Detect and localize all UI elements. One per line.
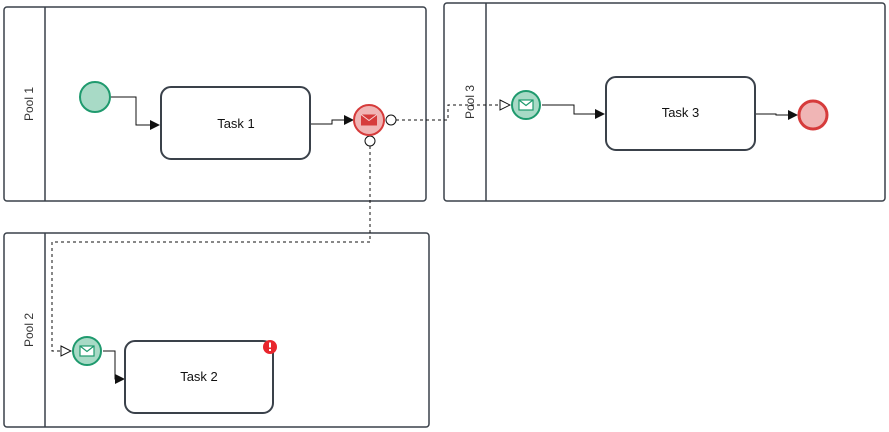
pool-2-label: Pool 2 (22, 313, 36, 347)
sequence-flow-task1-msgend1[interactable] (311, 115, 354, 125)
end-event[interactable] (797, 99, 829, 131)
envelope-icon (360, 114, 378, 126)
task-2-label: Task 2 (180, 369, 218, 384)
task-2[interactable]: Task 2 (124, 340, 274, 414)
envelope-icon (518, 99, 534, 111)
sequence-flow-msgstart3-task3[interactable] (542, 104, 605, 119)
message-start-event[interactable] (72, 336, 102, 366)
message-flow-source-marker (385, 114, 397, 126)
sequence-flow-task3-end3[interactable] (755, 110, 798, 120)
message-end-event[interactable] (353, 104, 385, 136)
start-event[interactable] (79, 81, 111, 113)
message-flow-pool1-pool3[interactable] (396, 105, 510, 121)
message-start-event[interactable] (511, 90, 541, 120)
message-flow-source-marker (364, 135, 376, 147)
sequence-flow-start1-task1[interactable] (111, 96, 160, 130)
pool-2[interactable]: Pool 2 (3, 232, 430, 428)
task-3-label: Task 3 (662, 105, 700, 120)
sequence-flow-msgstart2-task2[interactable] (103, 350, 125, 384)
task-1[interactable]: Task 1 (160, 86, 311, 160)
message-flow-pool1-pool2[interactable] (51, 146, 371, 351)
pool-1-label: Pool 1 (22, 87, 36, 121)
envelope-icon (79, 345, 95, 357)
error-badge-icon[interactable] (263, 340, 277, 354)
pool-3-label: Pool 3 (463, 85, 477, 119)
task-1-label: Task 1 (217, 116, 255, 131)
task-3[interactable]: Task 3 (605, 76, 756, 151)
